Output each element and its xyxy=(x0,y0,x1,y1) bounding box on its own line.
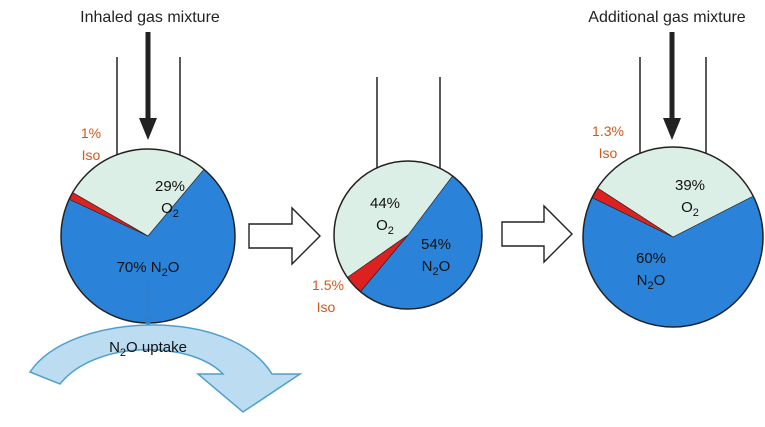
pie-chart-after-uptake xyxy=(333,160,483,310)
transition-arrow-2 xyxy=(501,204,573,264)
inflow-arrow-head xyxy=(663,118,681,140)
inhaled-title: Inhaled gas mixture xyxy=(80,9,220,26)
transition-arrow-1 xyxy=(248,206,321,266)
iso-percent-label: 1% xyxy=(81,125,101,141)
o2-percent-label: 39% xyxy=(675,177,705,194)
o2-percent-label: 44% xyxy=(370,195,400,212)
n2o-formula-label: N2O xyxy=(637,272,666,292)
n2o-formula-label: N2O xyxy=(422,258,451,278)
pie-outline xyxy=(333,160,483,310)
iso-label: Iso xyxy=(317,299,336,315)
n2o-percent-label: 60% xyxy=(636,250,666,267)
o2-formula-label: O2 xyxy=(376,217,394,237)
inflow-arrow-head xyxy=(139,118,157,140)
n2o-percent-label: 54% xyxy=(421,236,451,253)
panel-after-uptake: 44% O2 54% N2O 1.5% Iso xyxy=(312,77,483,315)
o2-percent-label: 29% xyxy=(155,178,185,195)
iso-label: Iso xyxy=(82,147,101,163)
pie-chart-additional xyxy=(582,146,764,328)
panel-inhaled: Inhaled gas mixture 1% Iso 29% O2 70% N2… xyxy=(28,9,303,413)
iso-percent-label: 1.5% xyxy=(312,277,344,293)
iso-percent-label: 1.3% xyxy=(592,123,624,139)
o2-formula-label: O2 xyxy=(681,199,699,219)
additional-title: Additional gas mixture xyxy=(588,9,746,26)
o2-formula-label: O2 xyxy=(161,200,179,220)
uptake-arrow-head xyxy=(142,315,154,328)
n2o-percent-label: 70% N2O xyxy=(117,259,180,279)
uptake-label: N2O uptake xyxy=(109,339,187,359)
uptake-curved-arrow xyxy=(28,324,303,413)
pie-chart-inhaled xyxy=(60,148,236,324)
pie-outline xyxy=(582,146,764,328)
iso-label: Iso xyxy=(599,145,618,161)
panel-additional: Additional gas mixture 1.3% Iso 39% O2 6… xyxy=(582,9,764,328)
